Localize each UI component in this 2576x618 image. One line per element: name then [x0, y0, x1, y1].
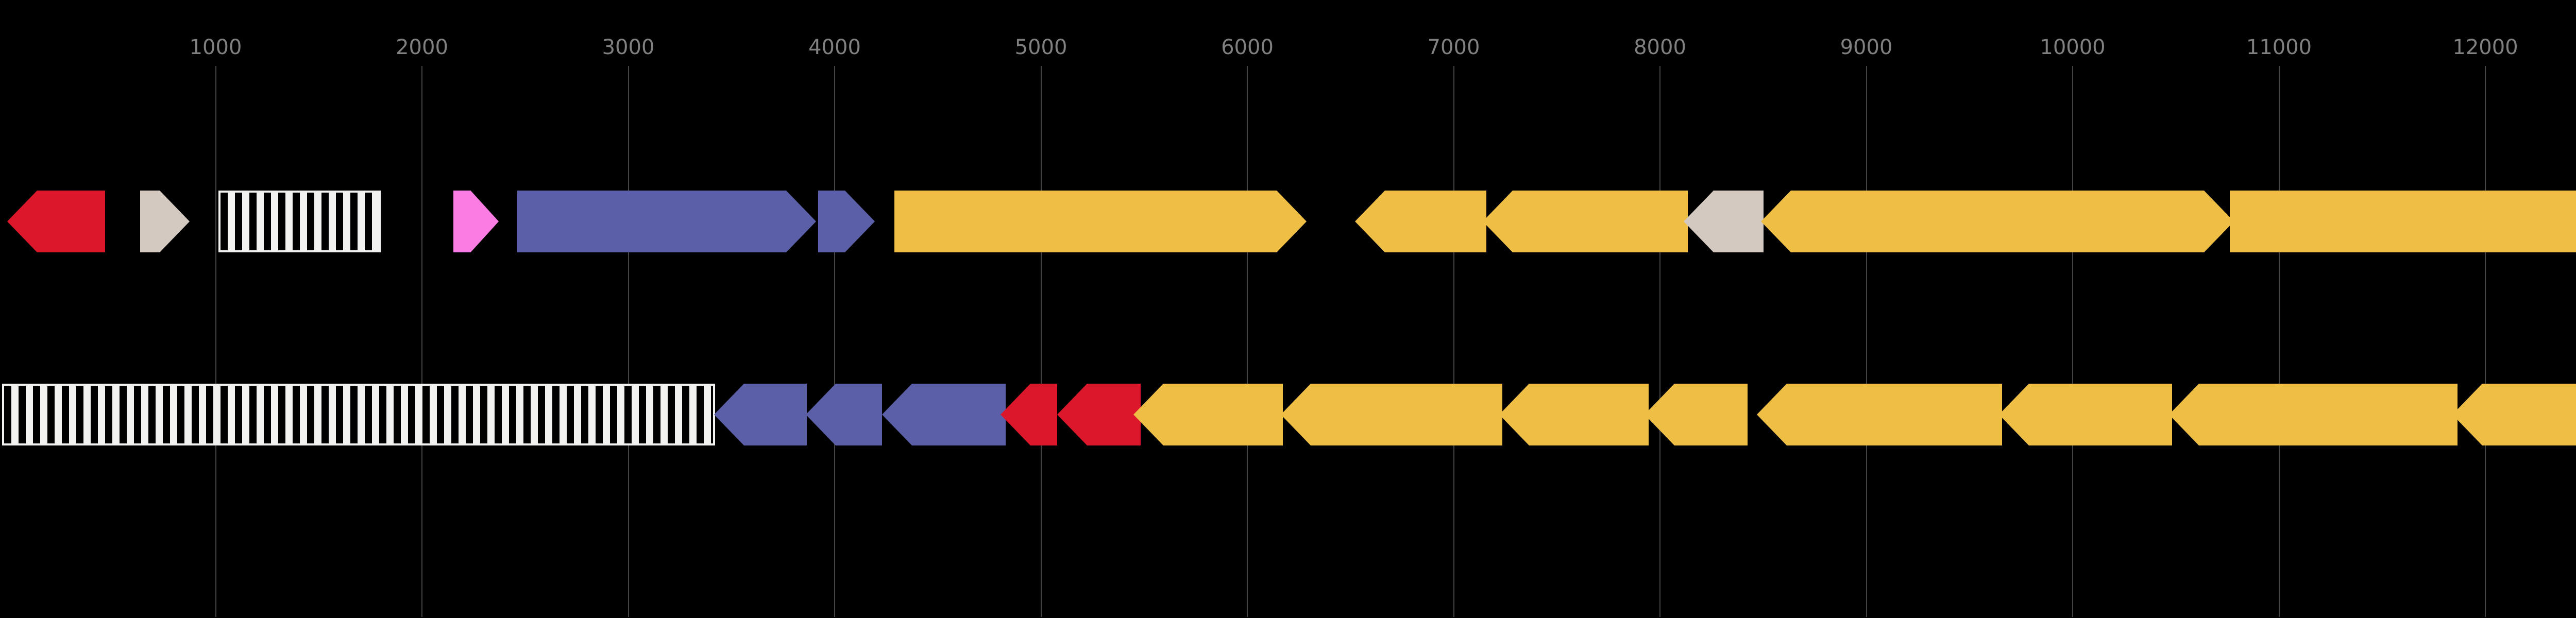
axis-tick-label: 1000 [189, 36, 242, 59]
axis-gridline [834, 66, 835, 617]
gene-feature-arrow[interactable] [714, 384, 807, 445]
gene-feature-arrow[interactable] [806, 384, 882, 445]
gene-feature-arrow[interactable] [140, 191, 190, 252]
gene-feature-arrow[interactable] [1057, 384, 1141, 445]
gene-feature-arrow[interactable] [818, 191, 875, 252]
gene-feature-arrow[interactable] [1483, 191, 1688, 252]
feature-track-top [0, 191, 2576, 252]
axis-gridline [1659, 66, 1660, 617]
gene-feature-arrow[interactable] [1133, 384, 1283, 445]
axis-gridline [1453, 66, 1454, 617]
axis-tick-label: 3000 [602, 36, 655, 59]
gene-feature-arrow[interactable] [1001, 384, 1057, 445]
axis-tick-label: 4000 [808, 36, 861, 59]
gene-feature-arrow[interactable] [882, 384, 1006, 445]
gene-feature-arrow[interactable] [894, 191, 1307, 252]
axis-tick-label: 6000 [1221, 36, 1274, 59]
axis-gridline [215, 66, 216, 617]
gene-feature-arrow[interactable] [1999, 384, 2172, 445]
axis-tick-label: 7000 [1427, 36, 1480, 59]
gene-feature-arrow[interactable] [453, 191, 499, 252]
axis-gridline [421, 66, 422, 617]
gene-feature-arrow[interactable] [1281, 384, 1502, 445]
axis-gridline [1040, 66, 1042, 617]
axis-tick-label: 11000 [2246, 36, 2312, 59]
gene-feature-hatched[interactable] [218, 191, 381, 252]
axis-tick-label: 5000 [1014, 36, 1067, 59]
axis-tick-label: 2000 [396, 36, 448, 59]
gene-feature-arrow[interactable] [1355, 191, 1486, 252]
axis-tick-label: 9000 [1840, 36, 1893, 59]
gene-feature-arrow[interactable] [2452, 384, 2576, 445]
axis-gridline [2485, 66, 2486, 617]
axis-gridline [1247, 66, 1248, 617]
gene-feature-arrow[interactable] [1757, 384, 2002, 445]
gene-feature-arrow[interactable] [1645, 384, 1748, 445]
gene-feature-arrow[interactable] [1684, 191, 1764, 252]
axis-gridline [2072, 66, 2073, 617]
axis-tick-label: 10000 [2040, 36, 2106, 59]
feature-track-bottom [0, 384, 2576, 445]
gene-feature-arrow[interactable] [1761, 191, 1842, 252]
axis-gridline [2278, 66, 2280, 617]
gene-feature-hatched[interactable] [2, 384, 715, 445]
gene-feature-arrow[interactable] [517, 191, 816, 252]
axis-gridline [1866, 66, 1867, 617]
axis-tick-label: 8000 [1634, 36, 1686, 59]
gene-feature-arrow[interactable] [2230, 191, 2576, 252]
axis-gridline [628, 66, 629, 617]
gene-feature-arrow[interactable] [1499, 384, 1649, 445]
gene-feature-arrow[interactable] [2169, 384, 2458, 445]
axis-tick-label: 12000 [2452, 36, 2518, 59]
gene-feature-arrow[interactable] [7, 191, 105, 252]
gene-feature-arrow[interactable] [1837, 191, 2234, 252]
